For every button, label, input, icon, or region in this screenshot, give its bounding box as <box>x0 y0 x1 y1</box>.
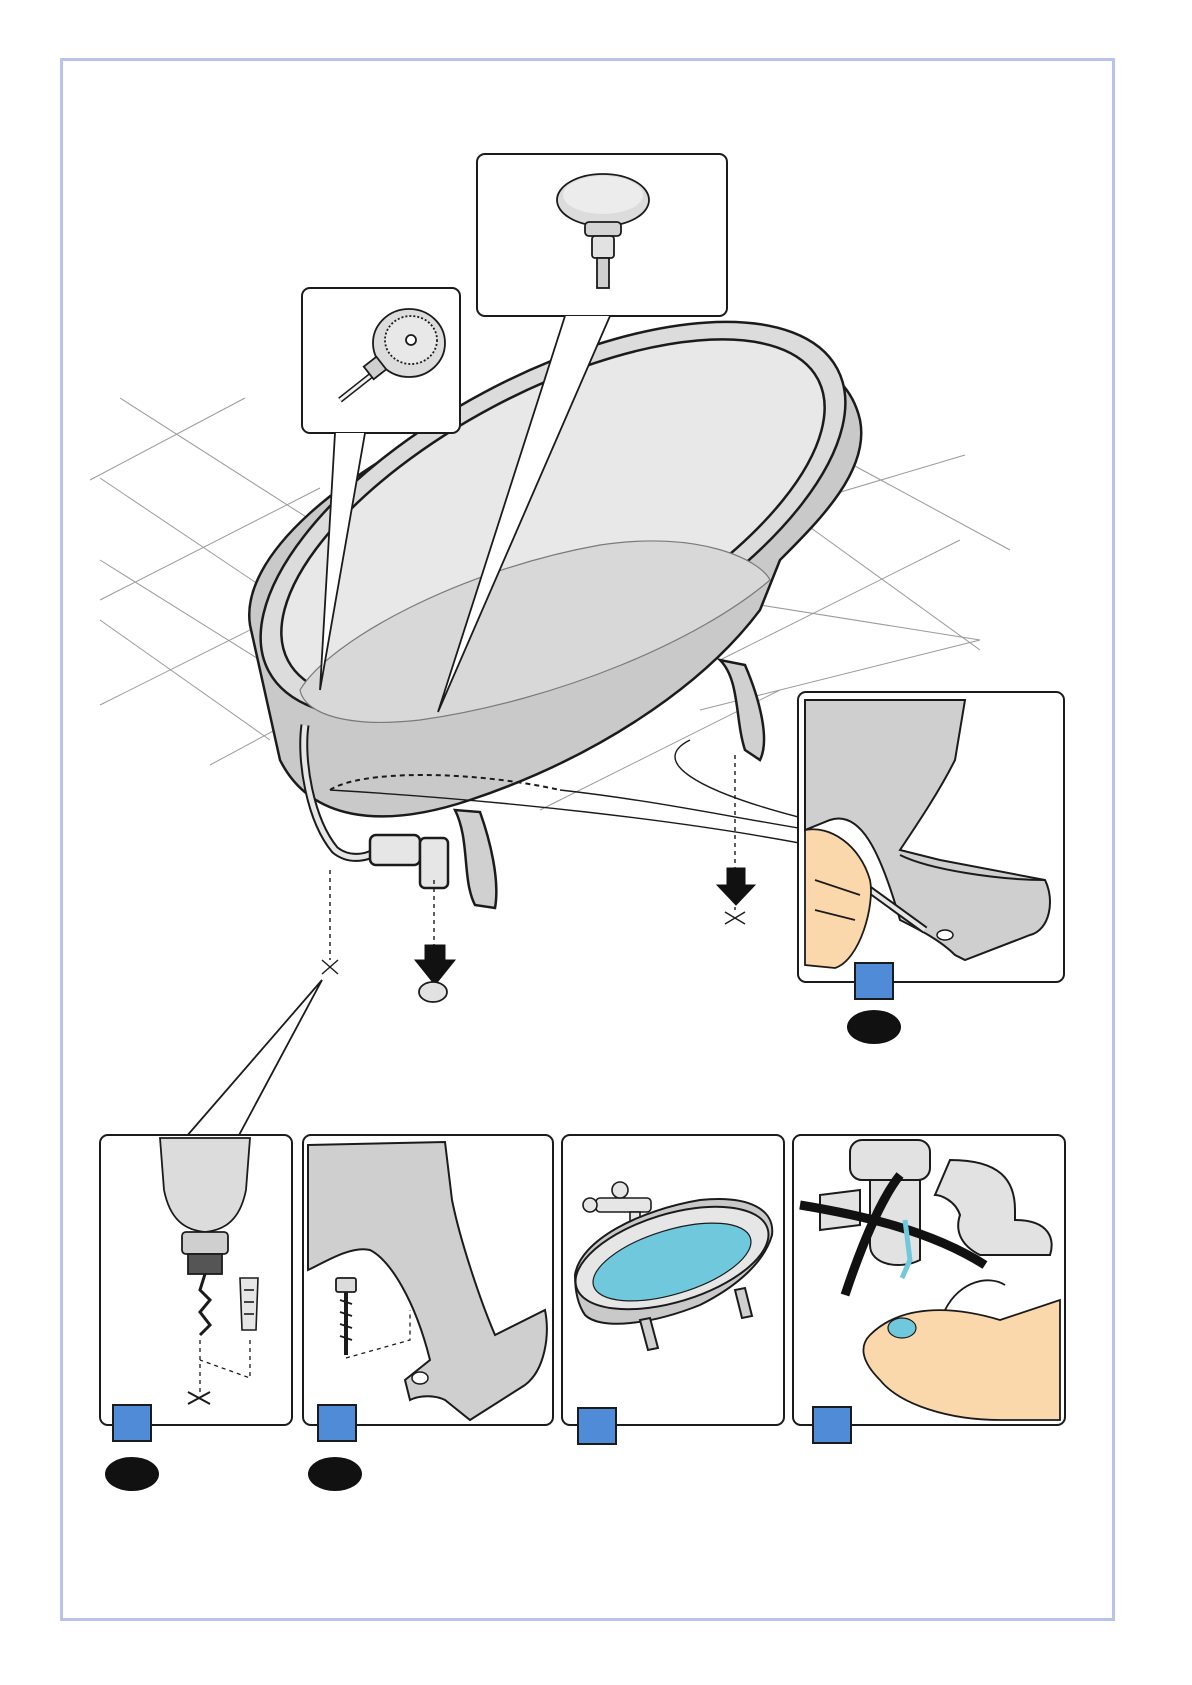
arrow-down-icon <box>415 868 755 985</box>
panel-mark-holes <box>798 692 1064 982</box>
panel-leak-check <box>793 1135 1065 1425</box>
step-marker-screw-feet <box>308 1457 362 1491</box>
callout-drill-wedge <box>186 980 322 1137</box>
panel-screw-feet <box>303 1135 553 1425</box>
drain-hole-icon <box>419 982 447 1002</box>
step-badge-leak-check <box>812 1406 852 1444</box>
panel-drill-holes <box>100 1135 292 1425</box>
wall-plug-icon <box>240 1278 258 1330</box>
water-drop-icon <box>888 1318 916 1338</box>
step-marker-drill-holes <box>105 1457 159 1491</box>
step-badge-drill-holes <box>112 1404 152 1442</box>
step-badge-mark-holes <box>854 962 894 1000</box>
panel-fill-test <box>562 1135 784 1425</box>
step-badge-screw-feet <box>317 1404 357 1442</box>
step-marker-mark-holes <box>847 1010 901 1044</box>
step-badge-fill-test <box>577 1407 617 1445</box>
